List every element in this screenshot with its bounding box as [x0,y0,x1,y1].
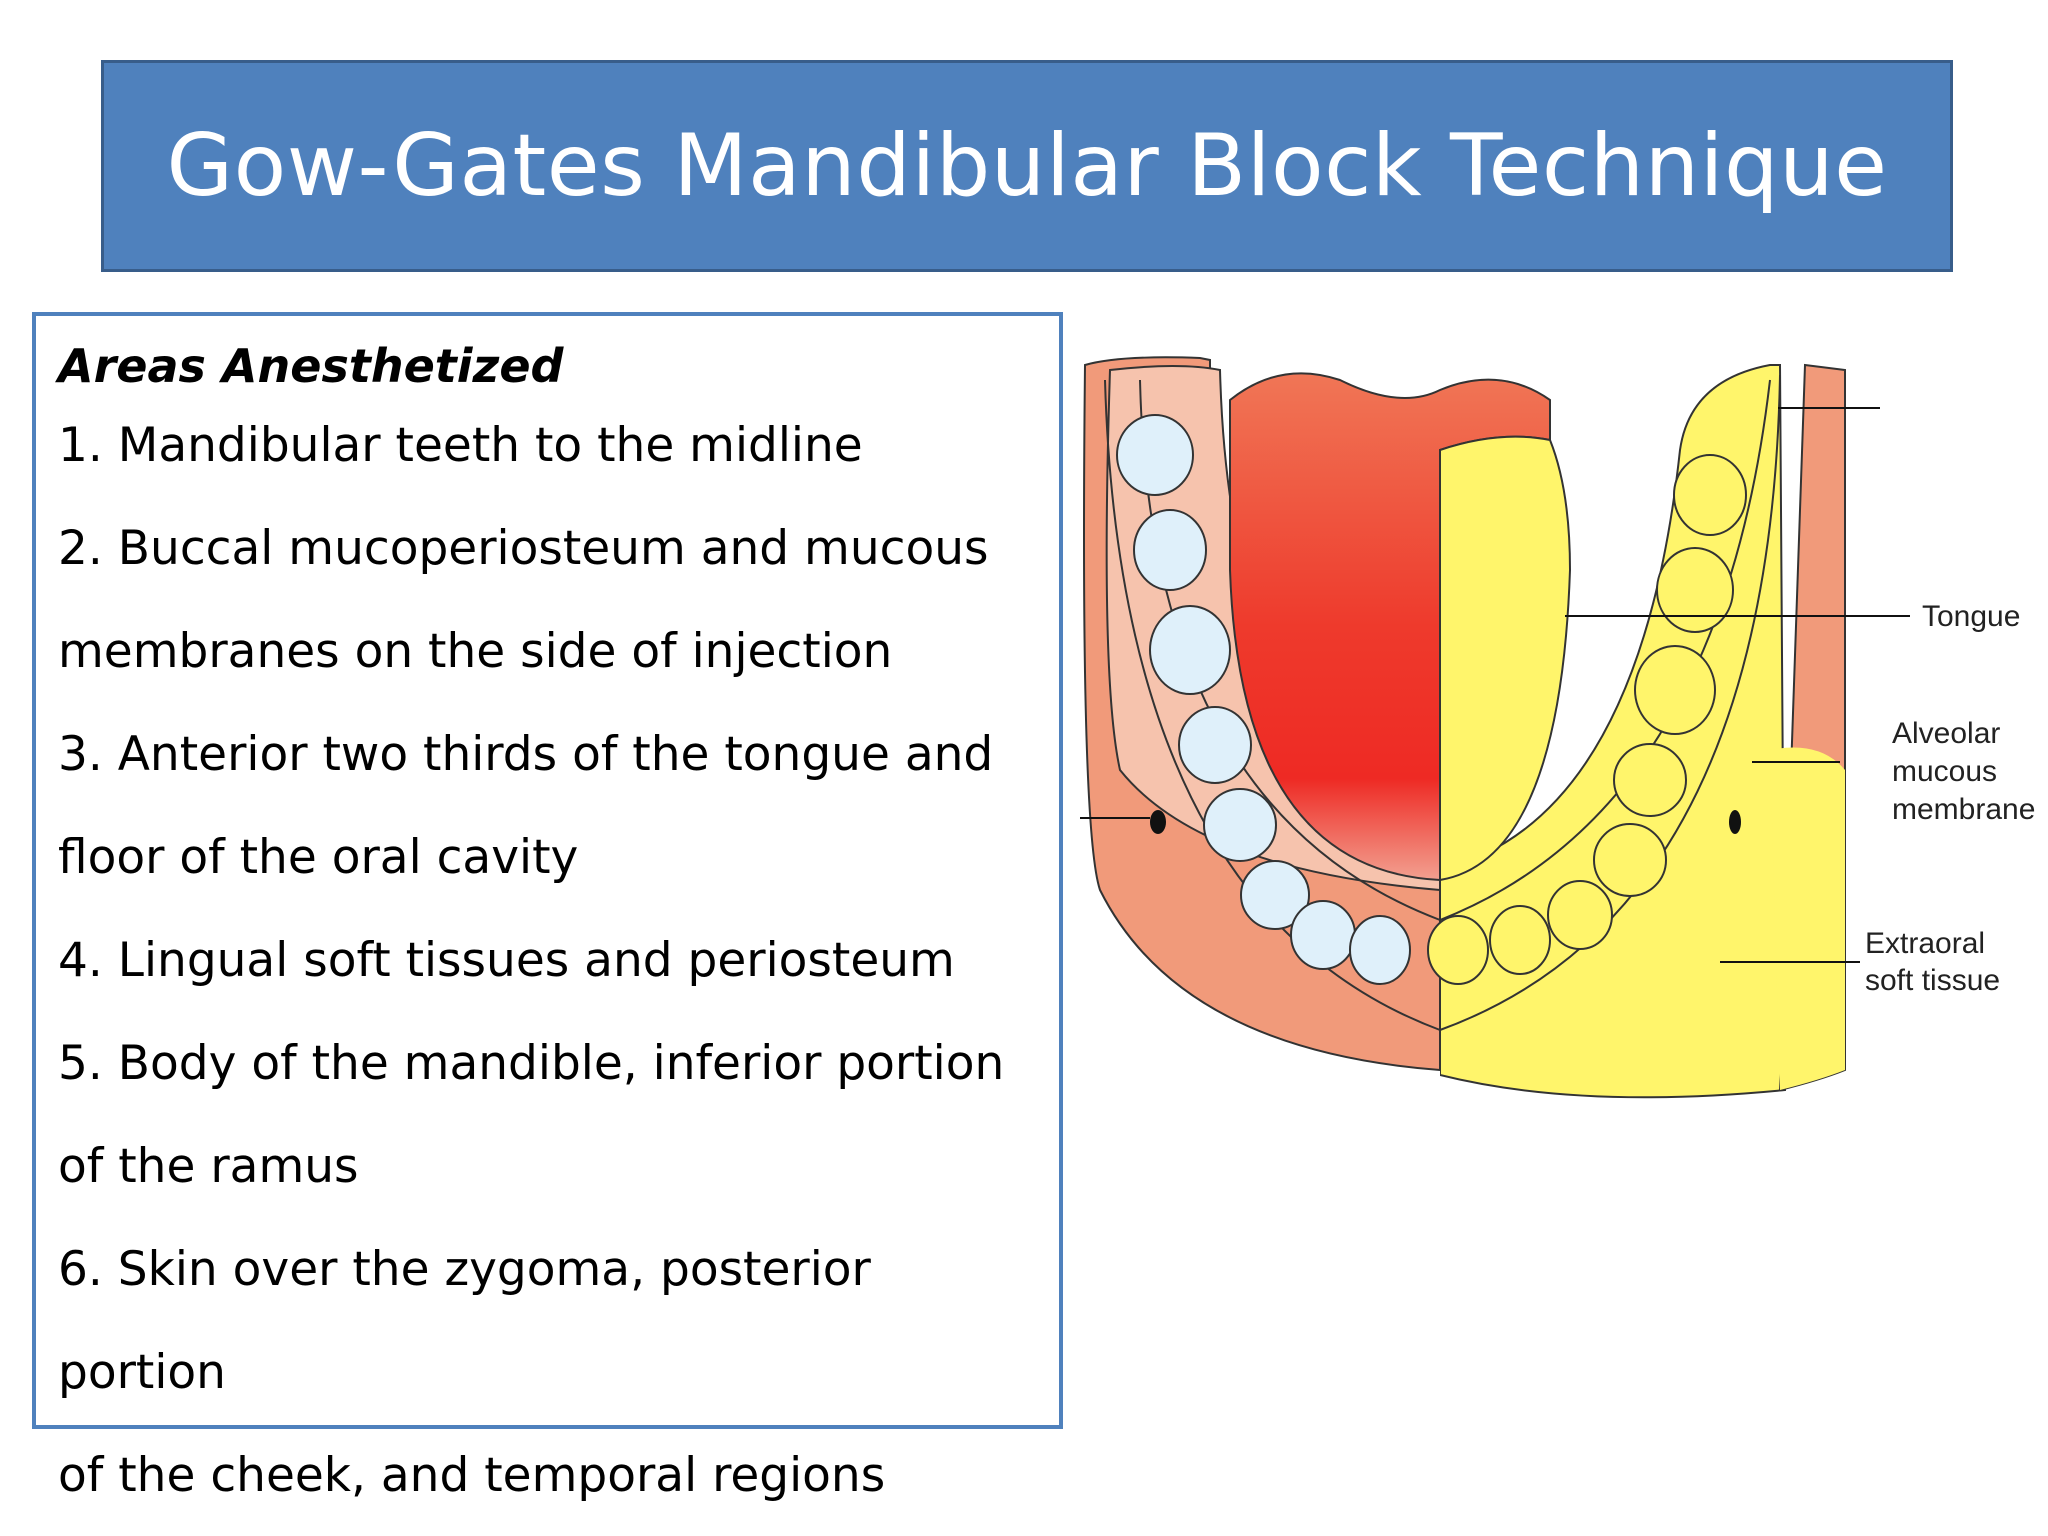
tongue-anesthetized [1439,435,1572,882]
right-teeth [1427,454,1747,985]
list-item: 4. Lingual soft tissues and periosteum [58,933,955,988]
list-item: 1. Mandibular teeth to the midline [58,418,863,473]
list-item: 6. Skin over the zygoma, posterior porti… [58,1242,871,1400]
mandible-diagram: Tongue Alveolar mucous membrane Extraora… [1080,350,2048,1120]
slide-title: Gow-Gates Mandibular Block Technique [166,116,1888,216]
left-teeth [1116,414,1411,985]
section-heading: Areas Anesthetized [58,339,564,393]
title-banner: Gow-Gates Mandibular Block Technique [101,60,1953,272]
label-alveolar-2: mucous [1892,755,1997,788]
right-foramen [1729,810,1741,834]
list-item: of the ramus [58,1139,359,1194]
tongue-unanesthetized [1229,372,1551,882]
label-alveolar-1: Alveolar [1892,717,2000,750]
label-alveolar-3: membrane [1892,793,2035,826]
list-item: 2. Buccal mucoperiosteum and mucous [58,521,989,576]
label-extraoral-2: soft tissue [1865,964,2000,997]
list-item: 5. Body of the mandible, inferior portio… [58,1036,1005,1091]
list-item: of the cheek, and temporal regions [58,1448,886,1503]
label-extraoral-1: Extraoral [1865,927,1985,960]
mandible-illustration: Tongue Alveolar mucous membrane Extraora… [1080,356,2035,1099]
left-foramen [1150,810,1166,834]
list-item: membranes on the side of injection [58,624,893,679]
label-tongue: Tongue [1922,600,2020,633]
list-item: floor of the oral cavity [58,830,579,885]
list-item: 3. Anterior two thirds of the tongue and [58,727,994,782]
leader-lines [1080,407,1910,963]
areas-anesthetized-box: Areas Anesthetized 1. Mandibular teeth t… [32,312,1063,1503]
areas-list: 1. Mandibular teeth to the midline 2. Bu… [58,394,1037,1527]
